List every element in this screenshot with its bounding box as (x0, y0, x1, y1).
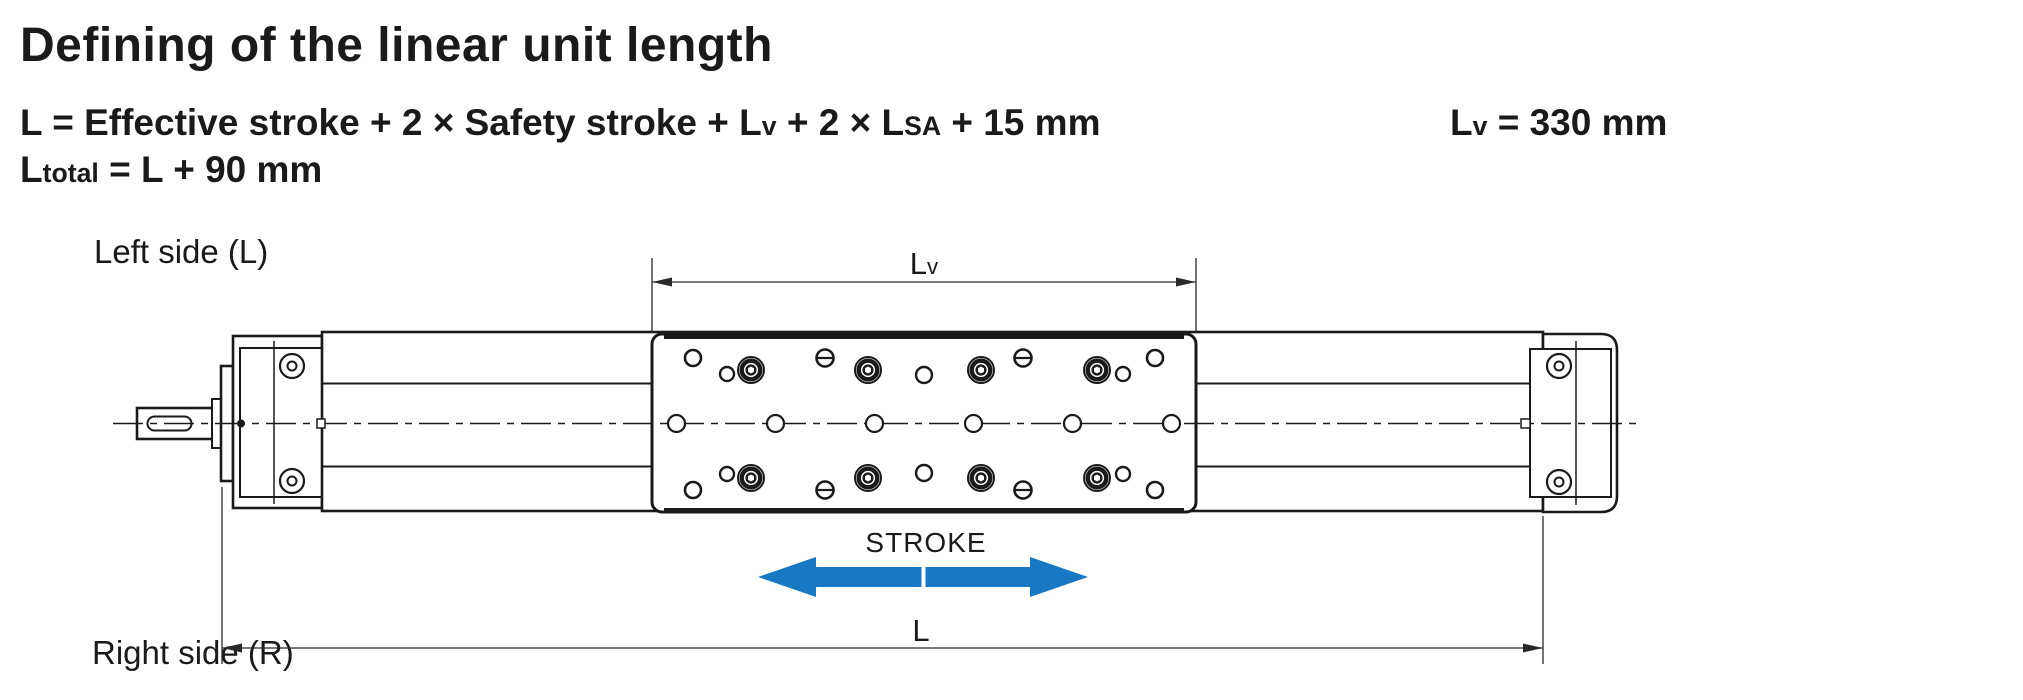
dim-lv-sub: v (927, 254, 939, 279)
right-center-stub (1520, 418, 1531, 429)
formula-length-part1: L = Effective stroke + 2 × Safety stroke… (20, 102, 762, 143)
shaft-center-dot (237, 419, 245, 428)
formula-length: L = Effective stroke + 2 × Safety stroke… (20, 102, 1100, 144)
formula-ltotal: Ltotal = L + 90 mm (20, 149, 322, 191)
left-center-stub (316, 418, 326, 429)
page-title: Defining of the linear unit length (20, 19, 773, 72)
dimension-l (221, 487, 1544, 664)
lv-value-sub-v: v (1472, 111, 1488, 141)
formula-ltotal-sub: total (42, 158, 99, 188)
formula-ltotal-part2: = L + 90 mm (98, 149, 323, 190)
dimension-lv (651, 258, 1197, 332)
formula-length-sub-sa: SA (904, 111, 942, 141)
stroke-arrow (758, 557, 1088, 597)
formula-length-sub-v: v (761, 111, 777, 141)
dim-lv-part1: L (909, 246, 928, 281)
lv-value-part2: = 330 mm (1487, 102, 1668, 143)
formula-length-part2: + 2 × L (776, 102, 905, 143)
dim-l-label: L (912, 613, 930, 648)
stroke-label: STROKE (865, 527, 987, 558)
left-side-label: Left side (L) (94, 233, 269, 270)
formula-length-part3: + 15 mm (941, 102, 1101, 143)
stroke-arrow-center-tick (921, 567, 926, 587)
carriage-holes (666, 348, 1182, 500)
formula-ltotal-part1: L (20, 149, 43, 190)
lv-value: Lv = 330 mm (1450, 102, 1667, 144)
dim-lv-label: Lv (824, 246, 1024, 282)
left-end-block (231, 334, 324, 510)
lv-value-part1: L (1450, 102, 1473, 143)
right-side-label: Right side (R) (92, 634, 294, 671)
